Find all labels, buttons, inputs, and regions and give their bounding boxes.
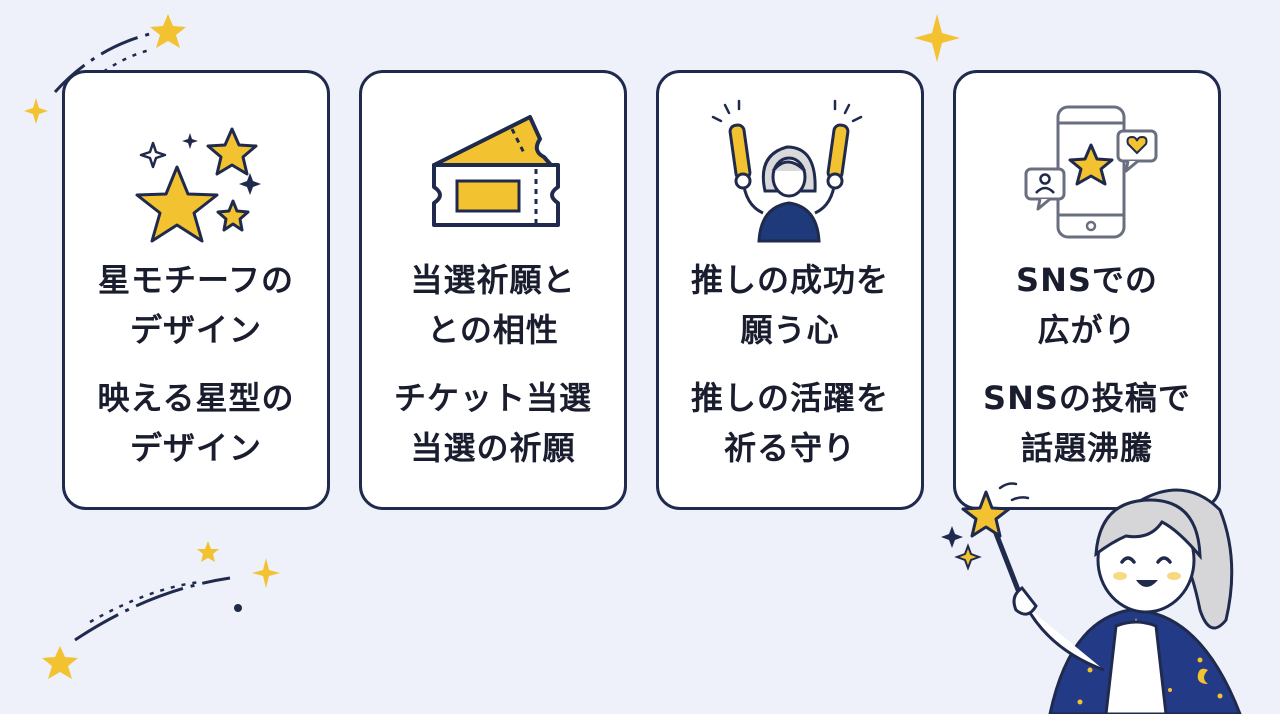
ticket-icon [432, 115, 560, 227]
smartphone-sns-icon [1024, 105, 1158, 239]
shooting-star-icon [42, 541, 280, 679]
fan-with-glowsticks-icon [711, 99, 863, 243]
sparkle-icon [914, 14, 960, 62]
card-description: 推しの活躍を 祈る守り [690, 379, 889, 467]
feature-card-oshi-success: 推しの成功を 願う心 推しの活躍を 祈る守り [656, 70, 924, 510]
card-title: 推しの成功を 願う心 [690, 261, 889, 349]
witch-girl-illustration [941, 482, 1242, 714]
card-title: 当選祈願と との相性 [410, 261, 576, 349]
card-description: SNSの投稿で 話題沸騰 [983, 379, 1191, 467]
sparkle-icon [941, 526, 963, 548]
card-description: チケット当選 当選の祈願 [393, 379, 592, 467]
feature-card-sns: SNSでの 広がり SNSの投稿で 話題沸騰 [953, 70, 1221, 510]
card-title: SNSでの 広がり [1016, 261, 1158, 349]
sparkle-icon [954, 543, 982, 571]
card-title: 星モチーフの デザイン [97, 261, 295, 349]
stars-icon [135, 127, 261, 243]
feature-card-star-design: 星モチーフの デザイン 映える星型の デザイン [62, 70, 330, 510]
feature-card-ticket: 当選祈願と との相性 チケット当選 当選の祈願 [359, 70, 627, 510]
sparkle-icon [24, 98, 48, 124]
card-description: 映える星型の デザイン [97, 379, 295, 467]
